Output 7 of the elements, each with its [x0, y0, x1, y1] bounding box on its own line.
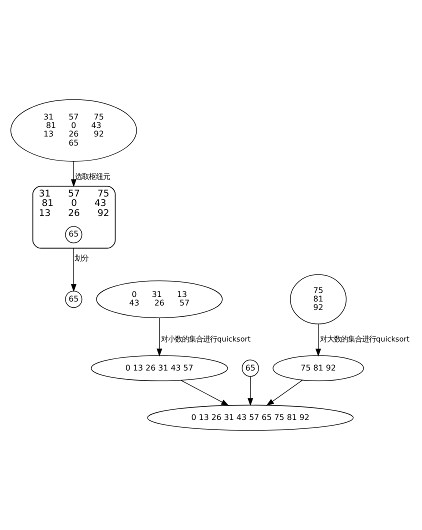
arrow	[180, 380, 230, 406]
arrow	[156, 318, 162, 357]
arrow	[70, 161, 76, 188]
arrow	[248, 376, 254, 406]
arrow	[70, 248, 76, 292]
arrow	[266, 380, 303, 406]
arrow	[316, 324, 322, 357]
